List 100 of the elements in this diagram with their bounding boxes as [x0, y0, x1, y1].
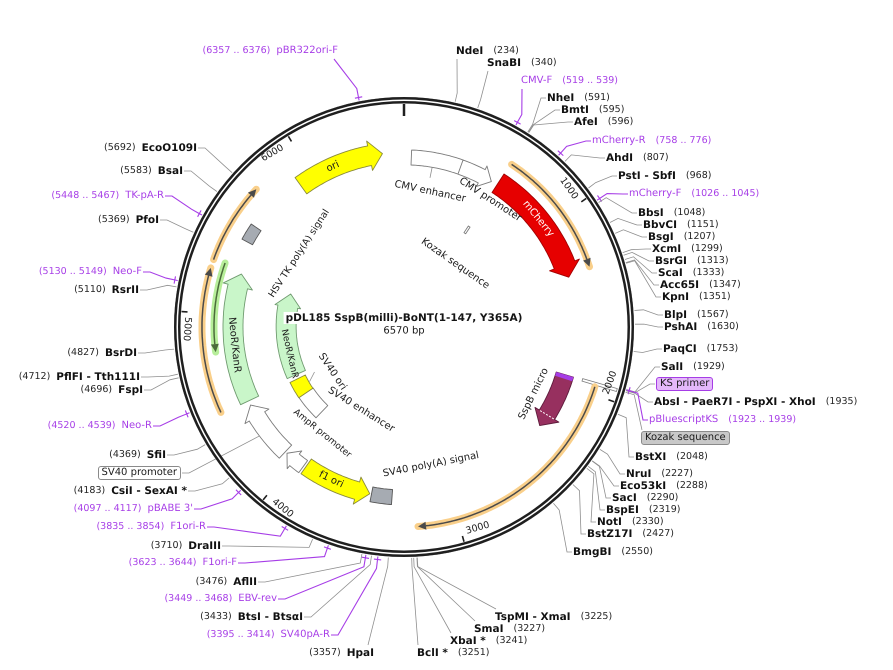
feature-label: SV40 poly(A) signal [382, 450, 480, 480]
restriction-site-label: SnaBI [487, 57, 522, 69]
leader-line [368, 557, 389, 646]
site-position: (3225) [580, 611, 612, 623]
restriction-site-label: TspMI - XmaI [495, 611, 571, 623]
site-position: (2319) [648, 504, 680, 516]
leader-line [564, 154, 606, 162]
leader-line [160, 220, 194, 233]
site-position: (1347) [709, 279, 741, 291]
restriction-site-label: BbsI [638, 207, 664, 219]
leader-line [633, 348, 662, 353]
primer-label: mCherry-F [629, 188, 682, 200]
leader-line [430, 167, 432, 178]
leader-line [622, 248, 652, 253]
leader-line [623, 252, 654, 262]
leader-line [592, 460, 620, 486]
primer-label: CMV-F [521, 75, 552, 87]
restriction-site-label: BstZ17I [587, 528, 632, 540]
site-position: (1753) [706, 343, 738, 355]
site-position: (1313) [696, 255, 729, 267]
leader-line [140, 374, 178, 378]
leader-line [624, 256, 658, 274]
leader-line [588, 466, 606, 510]
site-position: (591) [584, 92, 610, 104]
leader-line [334, 58, 363, 101]
leader-line [198, 148, 232, 174]
site-position: (1151) [686, 219, 719, 231]
restriction-site-label: BsaI [158, 165, 183, 177]
primer-range: (4097 .. 4117) [74, 503, 142, 515]
primer-label: pBluescriptKS [649, 414, 718, 426]
primer-tag: KS primer [656, 377, 714, 391]
restriction-site-label: BstXI [635, 451, 666, 463]
site-position: (807) [643, 152, 669, 164]
site-position: (5369) [98, 214, 130, 226]
gene-feature [244, 404, 293, 460]
leader-line [477, 70, 488, 108]
scale-label: 5000 [180, 316, 192, 342]
primer-range: (3395 .. 3414) [206, 629, 275, 641]
restriction-site-label: AhdI [606, 152, 634, 164]
restriction-site-label: AbsI - PaeR7I - PspXI - XhoI [654, 396, 816, 408]
restriction-site-label: BtsI - BtsαI [238, 611, 303, 623]
leader-line [586, 468, 596, 522]
leader-line [572, 484, 586, 534]
primer-label: pBR322ori-F [276, 45, 338, 57]
leader-line [592, 460, 612, 498]
primer-range: (758 .. 776) [656, 135, 712, 147]
site-position: (3476) [196, 576, 228, 588]
restriction-site-label: KpnI [662, 291, 690, 303]
leader-line [416, 557, 496, 610]
restriction-site-label: BsgI [648, 231, 674, 243]
restriction-site-label: PfoI [136, 214, 159, 226]
leader-line [514, 89, 523, 126]
leader-line [144, 377, 180, 390]
site-position: (2550) [621, 546, 653, 558]
site-position: (3710) [150, 540, 182, 552]
primer-range: (3449 .. 3468) [164, 593, 232, 605]
leader-line [153, 410, 190, 427]
primer-range: (3835 .. 3854) [96, 521, 164, 533]
site-position: (2048) [676, 451, 708, 463]
leader-line [527, 98, 546, 132]
primer-range: (5448 .. 5467) [51, 190, 120, 202]
leader-line [610, 218, 642, 226]
site-position: (5583) [120, 165, 152, 177]
leader-line [454, 58, 458, 102]
plasmid-name: pDL185 SspB(milli)-BoNT(1-147, Y365A) [284, 312, 524, 324]
restriction-site-label: NotI [597, 516, 622, 528]
restriction-site-label: EcoO109I [142, 142, 197, 154]
restriction-site-label: PaqCI [663, 343, 697, 355]
leader-line [626, 386, 648, 421]
site-position: (4827) [67, 347, 99, 359]
restriction-site-label: HpaI [346, 647, 374, 659]
leader-line [194, 489, 242, 510]
leader-line [416, 557, 476, 622]
restriction-site-label: Eco53kI [620, 480, 666, 492]
site-position: (4369) [109, 449, 141, 461]
site-position: (4712) [18, 371, 50, 383]
restriction-site-label: ScaI [658, 267, 683, 279]
leader-line [304, 555, 372, 618]
restriction-site-label: PstI - SbfI [618, 170, 676, 182]
site-position: (1333) [692, 267, 724, 279]
site-position: (2427) [642, 528, 674, 540]
leader-line [165, 195, 202, 218]
site-position: (595) [598, 104, 624, 116]
primer-label: mCherry-R [592, 135, 646, 147]
restriction-site-label: NruI [626, 468, 652, 480]
site-position: (1351) [699, 291, 731, 303]
site-position: (1630) [707, 321, 739, 333]
site-position: (3357) [309, 647, 341, 659]
restriction-site-label: SmaI [474, 623, 504, 635]
leader-line [143, 271, 178, 284]
site-position: (340) [531, 57, 557, 69]
restriction-site-label: Acc65I [660, 279, 700, 291]
feature-box [410, 148, 464, 175]
restriction-site-label: SacI [612, 492, 637, 504]
leader-line [557, 140, 591, 156]
leader-line [626, 366, 660, 392]
restriction-site-label: AflII [233, 576, 257, 588]
leader-line [625, 392, 642, 430]
leader-line [138, 348, 174, 354]
restriction-site-label: CsiI - SexAI * [111, 485, 187, 497]
